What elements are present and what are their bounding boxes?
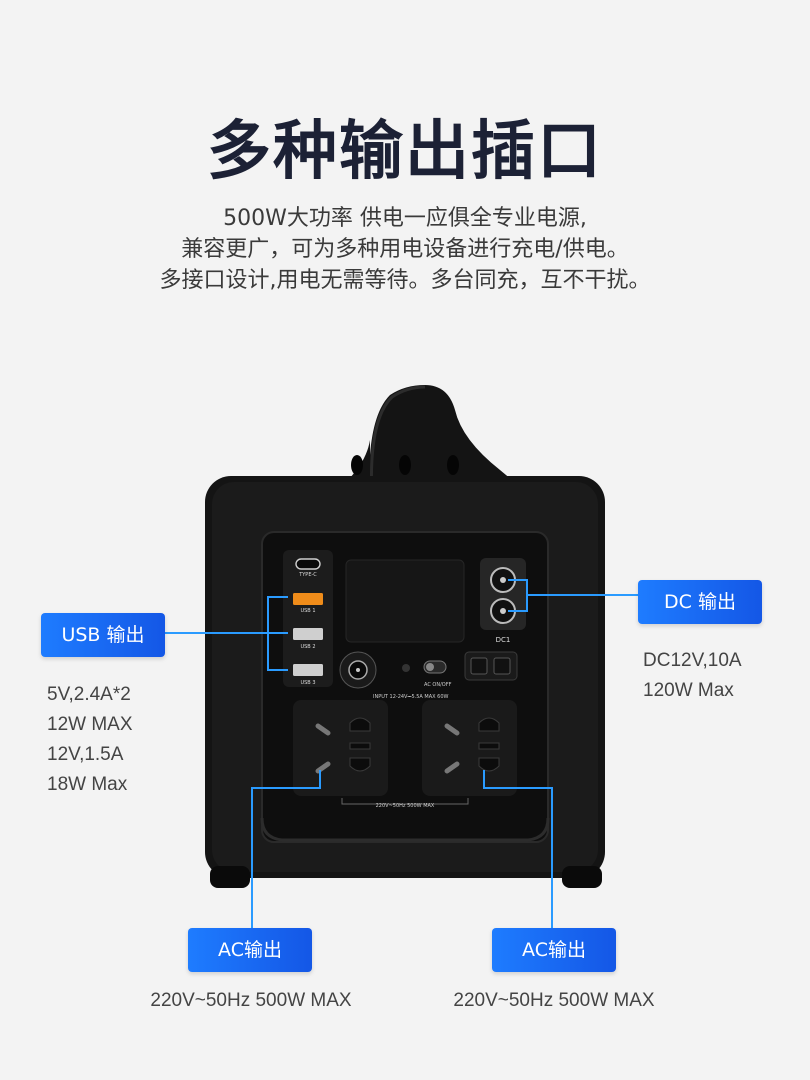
dc-specs: DC12V,10A 120W Max <box>643 646 742 706</box>
ac-spec-left: 220V~50Hz 500W MAX <box>150 990 352 1011</box>
ac-output-tag-left: AC输出 <box>188 928 312 972</box>
ac-spec-right: 220V~50Hz 500W MAX <box>453 990 655 1011</box>
dc1-label: DC1 <box>496 636 511 644</box>
usb-spec-3: 12V,1.5A <box>47 744 124 765</box>
usb-spec-4: 18W Max <box>47 774 128 795</box>
type-c-label: TYPE-C <box>298 572 317 578</box>
input-label: INPUT 12-24V⎓5.5A MAX 60W <box>373 694 449 700</box>
dc-spec-2: 120W Max <box>643 680 734 701</box>
page-title: 多种输出插口 <box>207 115 603 189</box>
usb-spec-2: 12W MAX <box>47 714 133 735</box>
ac-output-tag-right: AC输出 <box>492 928 616 972</box>
usb-spec-1: 5V,2.4A*2 <box>47 684 131 705</box>
usb1-label: USB 1 <box>300 608 315 614</box>
usb-specs: 5V,2.4A*2 12W MAX 12V,1.5A 18W Max <box>47 680 133 800</box>
usb2-label: USB 2 <box>300 644 315 650</box>
description-line-3: 多接口设计,用电无需等待。多台同充，互不干扰。 <box>159 268 651 293</box>
ac-rating-label: 220V~50Hz 500W MAX <box>376 803 435 809</box>
description-line-1: 500W大功率 供电一应俱全专业电源, <box>223 206 587 231</box>
usb3-label: USB 3 <box>300 680 315 686</box>
description-line-2: 兼容更广，可为多种用电设备进行充电/供电。 <box>181 237 629 262</box>
ac-switch-label: AC ON/OFF <box>424 682 452 688</box>
dc-output-tag: DC 输出 <box>638 580 762 624</box>
usb-output-tag: USB 输出 <box>41 613 165 657</box>
dc-spec-1: DC12V,10A <box>643 650 742 671</box>
